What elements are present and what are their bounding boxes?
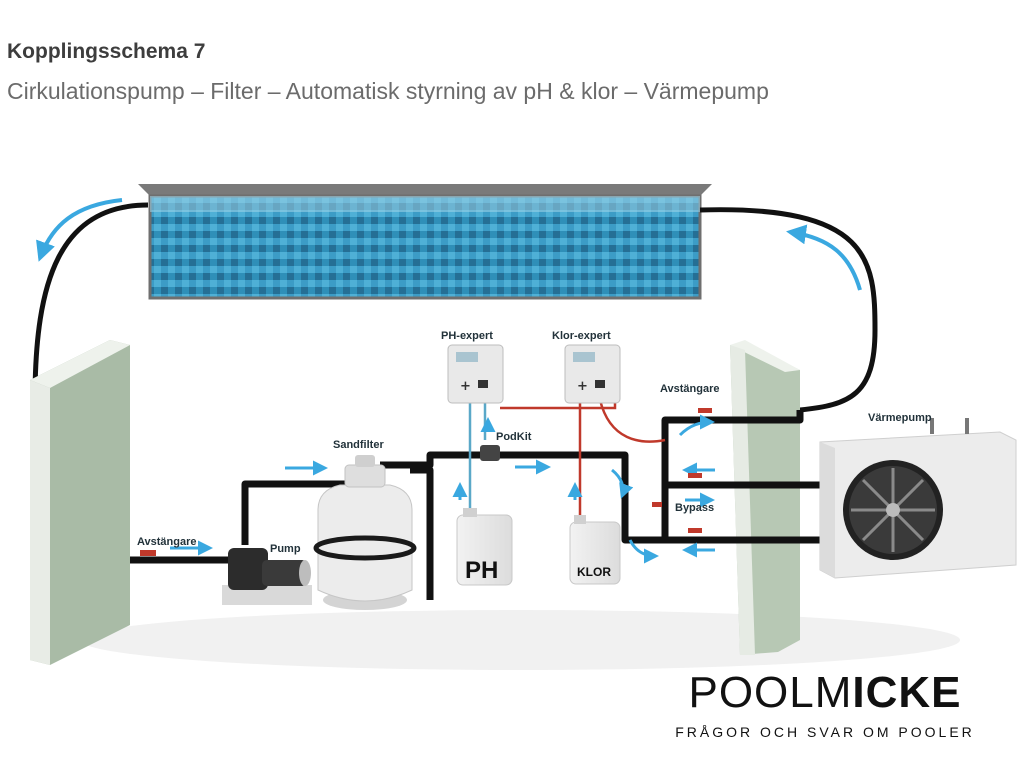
logo-brand-light: POOLM: [688, 668, 853, 717]
klor-tank-label: KLOR: [577, 565, 611, 579]
label-klor-expert: Klor-expert: [552, 330, 611, 342]
floor-shadow: [80, 610, 960, 670]
heatpump-unit: [819, 418, 1017, 579]
label-pump: Pump: [270, 543, 301, 555]
label-heatpump: Värmepump: [868, 412, 932, 424]
klor-tank: KLOR: [569, 515, 621, 585]
label-ph-expert: PH-expert: [441, 330, 493, 342]
label-valve-left: Avstängare: [137, 536, 197, 548]
ph-expert-unit: +: [447, 344, 504, 404]
ph-tank-label: PH: [465, 557, 498, 584]
pipe-left-loop: [32, 202, 149, 401]
wall-right: [730, 340, 800, 655]
label-valve-right: Avstängare: [660, 383, 720, 395]
label-podkit: PodKit: [496, 431, 532, 443]
pipes-main: [130, 410, 820, 600]
ph-tank: PH: [456, 508, 513, 586]
label-bypass: Bypass: [675, 502, 714, 514]
valves: [140, 408, 712, 556]
poolmicke-logo: POOLMICKE FRÅGOR OCH SVAR OM POOLER: [655, 668, 995, 740]
flow-arrow-top-right: [786, 224, 862, 291]
logo-brand-bold: ICKE: [852, 668, 962, 717]
flow-arrows: [170, 414, 715, 564]
pool: [138, 184, 712, 300]
klor-expert-unit: +: [564, 344, 621, 404]
page-title: Kopplingsschema 7: [7, 40, 206, 63]
svg-text:+: +: [577, 379, 588, 394]
svg-text:+: +: [460, 379, 471, 394]
flow-arrow-top-left: [36, 198, 123, 262]
logo-tagline: FRÅGOR OCH SVAR OM POOLER: [675, 724, 975, 740]
pipe-right-loop: [699, 207, 878, 413]
pump: [222, 548, 312, 605]
podkit-unit: [480, 445, 500, 461]
label-sandfilter: Sandfilter: [333, 439, 384, 451]
page-subtitle: Cirkulationspump – Filter – Automatisk s…: [7, 78, 769, 104]
wall-left: [30, 340, 130, 665]
sandfilter: [313, 455, 417, 610]
